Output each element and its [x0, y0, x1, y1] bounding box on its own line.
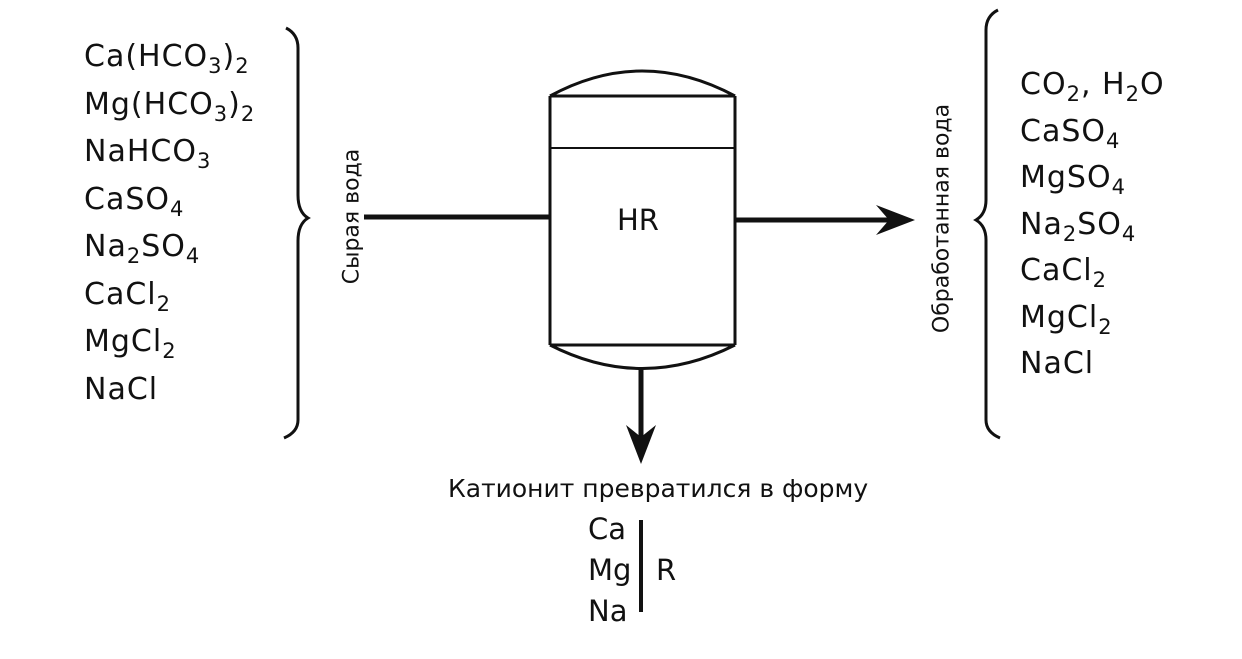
- cation-na: Na: [588, 594, 628, 628]
- raw-water-formula: NaHCO3: [84, 134, 212, 173]
- cation-ca: Ca: [588, 512, 627, 546]
- resin-anion-r: R: [656, 553, 677, 587]
- treated-water-formula: Na2SO4: [1020, 206, 1137, 246]
- raw-water-formula: Na2SO4: [84, 229, 201, 268]
- raw-water-formula: Mg(HCO3)2: [84, 86, 256, 126]
- cation-mg: Mg: [588, 553, 632, 587]
- treated-water-formula: CO2, H2O: [1020, 67, 1165, 106]
- raw-water-formula: CaSO4: [84, 181, 185, 221]
- outlet-arrow: [735, 205, 915, 235]
- resin-form-caption: Катионит превратился в форму: [448, 474, 869, 503]
- treated-water-formula: CaCl2: [1020, 253, 1107, 292]
- raw-water-formula: Ca(HCO3)2: [84, 39, 250, 78]
- raw-water-brace: [283, 26, 311, 440]
- treated-water-formula: NaCl: [1020, 346, 1095, 381]
- treated-water-brace: [973, 8, 1001, 440]
- treated-water-formula: MgSO4: [1020, 160, 1126, 199]
- raw-water-formula: NaCl: [84, 371, 159, 407]
- reactor-label: HR: [617, 203, 659, 237]
- treated-water-label: Обработанная вода: [929, 103, 955, 334]
- resin-outlet-arrow: [626, 370, 656, 464]
- raw-water-label: Сырая вода: [339, 148, 365, 285]
- raw-water-formula: MgCl2: [84, 324, 177, 363]
- treated-water-formula: MgCl2: [1020, 299, 1113, 339]
- raw-water-formula: CaCl2: [84, 276, 171, 316]
- treated-water-formula: CaSO4: [1020, 113, 1121, 153]
